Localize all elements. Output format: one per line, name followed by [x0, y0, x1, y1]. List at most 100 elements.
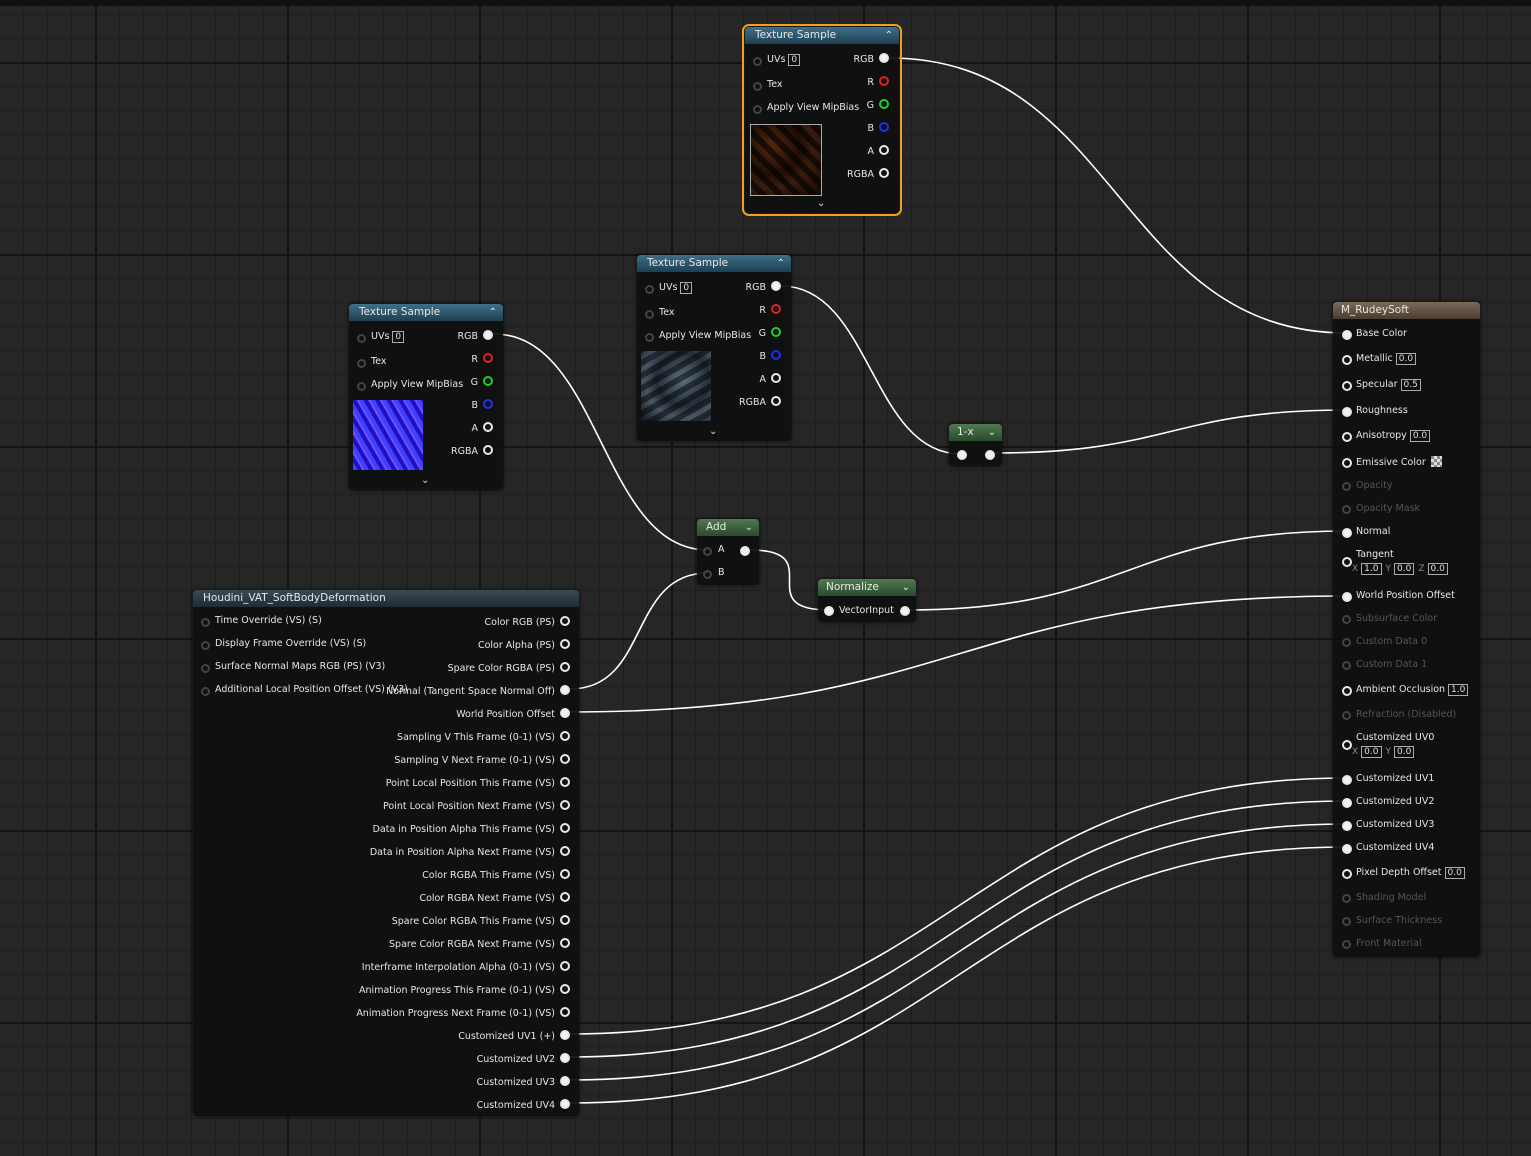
- pin-icon[interactable]: [879, 99, 889, 109]
- pin-value-field[interactable]: 0.0: [1395, 353, 1417, 365]
- pin-icon[interactable]: [1342, 775, 1352, 785]
- output-b[interactable]: B: [759, 349, 781, 363]
- expand-chevron-icon[interactable]: ⌄: [709, 426, 718, 437]
- pin-icon[interactable]: [879, 145, 889, 155]
- node-header[interactable]: Texture Sample ⌃: [637, 255, 791, 272]
- vector-component-field[interactable]: 0.0: [1427, 563, 1448, 575]
- houdini-vat-node[interactable]: Houdini_VAT_SoftBodyDeformation Time Ove…: [193, 590, 579, 1116]
- output-g[interactable]: G: [759, 326, 781, 340]
- houdini-input-3[interactable]: Additional Local Position Offset (VS) (V…: [201, 684, 408, 696]
- pin-icon[interactable]: [771, 281, 781, 291]
- node-header[interactable]: Normalize ⌄: [818, 579, 916, 596]
- pin-icon[interactable]: [560, 731, 570, 741]
- output-r[interactable]: R: [471, 352, 493, 366]
- input-apply-view-mipbias[interactable]: Apply View MipBias: [645, 330, 751, 342]
- output-a[interactable]: A: [868, 144, 889, 158]
- pin-icon[interactable]: [560, 1053, 570, 1063]
- pin-icon[interactable]: [1342, 482, 1351, 491]
- pin-icon[interactable]: [1342, 894, 1351, 903]
- pin-icon[interactable]: [1342, 458, 1352, 468]
- houdini-output-7[interactable]: Point Local Position This Frame (VS): [386, 776, 570, 790]
- output-r[interactable]: R: [759, 303, 781, 317]
- pin-icon[interactable]: [357, 334, 366, 343]
- pin-icon[interactable]: [771, 327, 781, 337]
- output-rgba[interactable]: RGBA: [847, 167, 889, 181]
- output-b[interactable]: B: [867, 121, 889, 135]
- material-pin-19[interactable]: Customized UV3: [1342, 819, 1434, 831]
- input-b[interactable]: B: [703, 567, 725, 579]
- pin-icon[interactable]: [483, 422, 493, 432]
- pin-icon[interactable]: [560, 800, 570, 810]
- vector-component-field[interactable]: 0.0: [1394, 563, 1415, 575]
- pin-icon[interactable]: [1342, 407, 1352, 417]
- pin-icon[interactable]: [771, 304, 781, 314]
- pin-icon[interactable]: [879, 168, 889, 178]
- material-pin-8[interactable]: Normal: [1342, 526, 1390, 538]
- pin-icon[interactable]: [1342, 638, 1351, 647]
- input-vectorinput[interactable]: VectorInput: [824, 605, 894, 617]
- chevron-down-icon[interactable]: ⌄: [744, 522, 753, 533]
- pin-icon[interactable]: [483, 399, 493, 409]
- houdini-output-5[interactable]: Sampling V This Frame (0-1) (VS): [397, 730, 570, 744]
- pin-icon[interactable]: [645, 333, 654, 342]
- output-rgb[interactable]: RGB: [746, 280, 781, 294]
- vector-component-field[interactable]: 0.0: [1394, 746, 1415, 758]
- output-pin-icon[interactable]: [900, 606, 910, 616]
- pin-icon[interactable]: [201, 618, 210, 627]
- node-header[interactable]: Texture Sample ⌃: [349, 304, 503, 321]
- pin-icon[interactable]: [879, 53, 889, 63]
- output-g[interactable]: G: [471, 375, 493, 389]
- input-tex[interactable]: Tex: [753, 79, 783, 91]
- houdini-output-10[interactable]: Data in Position Alpha Next Frame (VS): [370, 845, 570, 859]
- houdini-output-3[interactable]: Normal (Tangent Space Normal Off): [386, 684, 570, 698]
- pin-icon[interactable]: [560, 915, 570, 925]
- pin-icon[interactable]: [771, 373, 781, 383]
- input-pin-icon[interactable]: [957, 450, 967, 460]
- output-b[interactable]: B: [471, 398, 493, 412]
- pin-value-field[interactable]: 0.0: [1444, 867, 1465, 879]
- houdini-output-11[interactable]: Color RGBA This Frame (VS): [422, 868, 570, 882]
- pin-icon[interactable]: [879, 76, 889, 86]
- checker-swatch-icon[interactable]: [1430, 456, 1442, 467]
- pin-icon[interactable]: [560, 892, 570, 902]
- input-tex[interactable]: Tex: [357, 356, 387, 368]
- node-header[interactable]: M_RudeySoft: [1333, 302, 1480, 319]
- pin-icon[interactable]: [483, 353, 493, 363]
- output-rgba[interactable]: RGBA: [451, 444, 493, 458]
- output-rgba[interactable]: RGBA: [739, 395, 781, 409]
- output-r[interactable]: R: [867, 75, 889, 89]
- material-pin-18[interactable]: Customized UV2: [1342, 796, 1434, 808]
- houdini-output-2[interactable]: Spare Color RGBA (PS): [448, 661, 570, 675]
- one-minus-node[interactable]: 1-x ⌄: [949, 424, 1002, 466]
- pin-icon[interactable]: [560, 1030, 570, 1040]
- output-a[interactable]: A: [760, 372, 781, 386]
- pin-icon[interactable]: [357, 382, 366, 391]
- pin-icon[interactable]: [1342, 821, 1352, 831]
- pin-icon[interactable]: [645, 285, 654, 294]
- node-header[interactable]: Houdini_VAT_SoftBodyDeformation: [193, 590, 579, 607]
- expand-chevron-icon[interactable]: ⌄: [817, 198, 826, 209]
- input-a[interactable]: A: [703, 544, 725, 556]
- houdini-output-9[interactable]: Data in Position Alpha This Frame (VS): [373, 822, 570, 836]
- pin-icon[interactable]: [753, 57, 762, 66]
- pin-icon[interactable]: [560, 961, 570, 971]
- output-pin-icon[interactable]: [740, 546, 750, 556]
- pin-icon[interactable]: [1342, 505, 1351, 514]
- houdini-input-0[interactable]: Time Override (VS) (S): [201, 615, 322, 627]
- pin-icon[interactable]: [560, 869, 570, 879]
- pin-icon[interactable]: [879, 122, 889, 132]
- houdini-output-16[interactable]: Animation Progress This Frame (0-1) (VS): [359, 983, 570, 997]
- houdini-output-1[interactable]: Color Alpha (PS): [478, 638, 570, 652]
- pin-icon[interactable]: [560, 777, 570, 787]
- pin-icon[interactable]: [753, 105, 762, 114]
- pin-icon[interactable]: [1342, 330, 1352, 340]
- pin-icon[interactable]: [1342, 844, 1352, 854]
- pin-icon[interactable]: [1342, 432, 1352, 442]
